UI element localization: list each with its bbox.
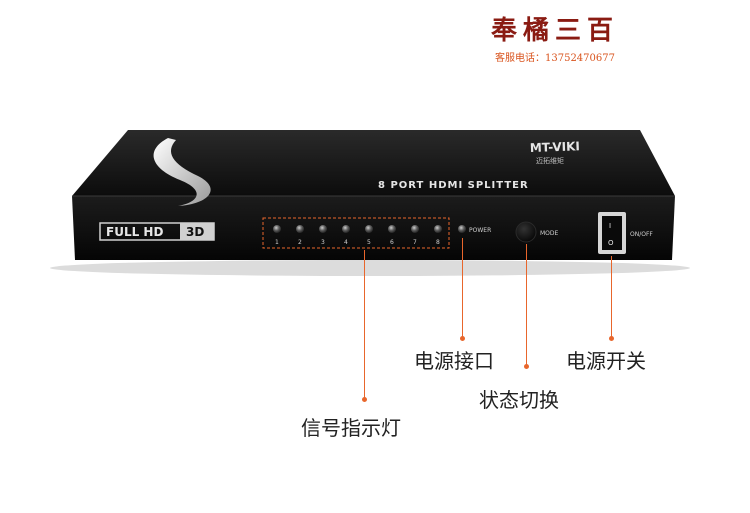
power-label: POWER [469,227,491,234]
signal-led-icon [411,225,419,233]
product-title: 8 PORT HDMI SPLITTER [378,180,529,191]
signal-led-highlight-frame [262,217,450,249]
callout-dot-signal [362,397,367,402]
device-shadow [50,260,690,276]
callout-dot-power-port [460,336,465,341]
mode-button[interactable] [515,221,537,243]
port-number: 3 [321,239,325,246]
callout-mode-switch: 状态切换 [479,388,559,412]
brand-block: 奉橘三百 客服电话：13752470677 [470,10,640,64]
signal-led-icon [319,225,327,233]
brand-contact: 客服电话：13752470677 [495,53,615,64]
onoff-label: ON/OFF [630,231,653,238]
port-number: 8 [436,239,440,246]
signal-led-icon [296,225,304,233]
swoosh-logo-icon [153,138,211,206]
switch-off-mark: O [608,239,614,247]
switch-on-mark: I [609,222,611,230]
signal-led-icon [388,225,396,233]
brand-name: 奉橘三百 [490,16,619,46]
port-number: 4 [344,239,348,246]
callout-line-power-switch [611,256,612,338]
signal-led-icon [273,225,281,233]
model-logo-sub: 迈拓维矩 [536,156,564,165]
mode-label: MODE [540,230,559,237]
badge-3d-text: 3D [186,225,204,239]
port-number: 7 [413,239,417,246]
model-logo: MT-VIKI [530,139,580,155]
device-front-panel [72,196,675,260]
power-led-icon [458,225,466,233]
callout-signal-lights: 信号指示灯 [301,416,401,440]
device-top-surface [72,130,675,196]
callout-line-mode [526,244,527,366]
signal-led-icon [434,225,442,233]
callout-line-power-port [462,238,463,338]
badge-full-hd-text: FULL HD [106,225,163,239]
power-switch[interactable] [602,216,622,250]
callout-line-signal [364,250,365,400]
callout-dot-power-switch [609,336,614,341]
badge-3d-bg [180,223,214,240]
signal-led-icon [365,225,373,233]
port-number: 6 [390,239,394,246]
port-number: 1 [275,239,279,246]
signal-led-group: 1 2 3 4 5 6 7 8 [273,225,442,246]
callout-power-port: 电源接口 [414,349,494,373]
signal-led-icon [342,225,350,233]
port-number: 5 [367,239,371,246]
callout-dot-mode [524,364,529,369]
port-number: 2 [298,239,302,246]
callout-power-switch: 电源开关 [566,349,646,373]
